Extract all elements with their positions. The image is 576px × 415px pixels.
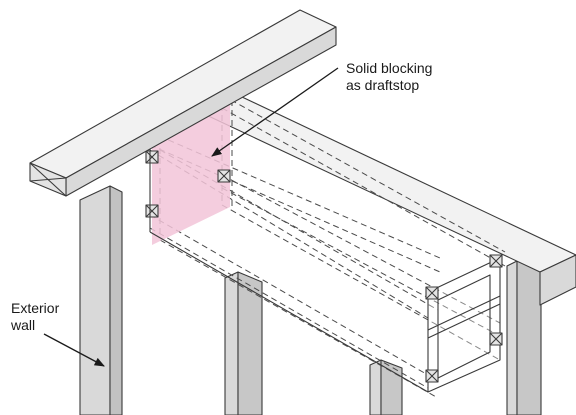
soffit-box-outline xyxy=(149,93,503,393)
blocking-label-line1: Solid blocking xyxy=(346,60,432,76)
exterior-wall-callout: Exterior wall xyxy=(10,300,105,367)
blocking-callout: Solid blocking as draftstop xyxy=(211,60,432,157)
wall-label-line2: wall xyxy=(10,317,35,333)
exterior-wall-top-plate xyxy=(29,9,337,197)
blocking-label-line2: as draftstop xyxy=(346,77,419,93)
back-wall-stud xyxy=(224,271,263,415)
exterior-wall-stud xyxy=(79,185,123,415)
wall-label-line1: Exterior xyxy=(11,300,60,316)
wall-leader-arrow xyxy=(43,333,105,367)
blocking-leader-arrow xyxy=(211,67,339,157)
